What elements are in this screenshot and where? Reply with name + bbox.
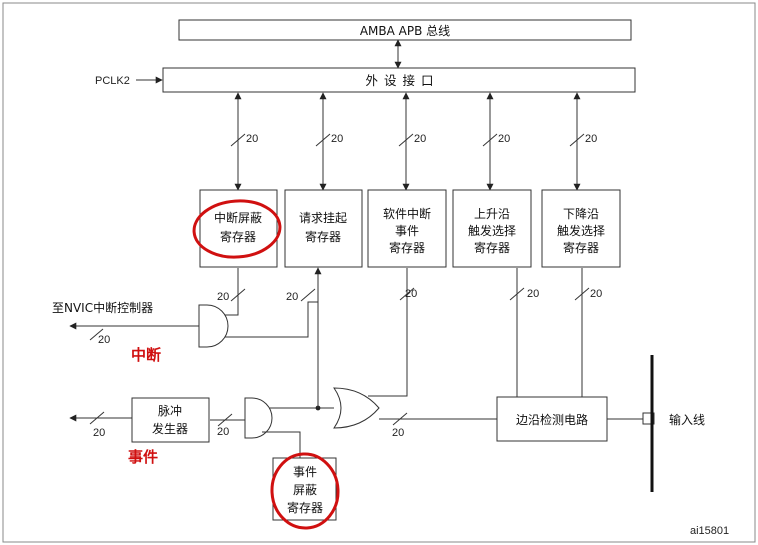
bus-width-falling: 20	[590, 288, 602, 300]
event-mask-wire	[262, 431, 301, 458]
event-mask-line3: 寄存器	[287, 500, 323, 515]
register-5-line2: 触发选择	[557, 223, 605, 238]
edge-detect-label: 边沿检测电路	[516, 412, 588, 427]
register-5-line3: 寄存器	[563, 240, 599, 255]
event-mask-line2: 屏蔽	[293, 483, 317, 497]
bus-width-pending-out: 20	[286, 291, 298, 303]
event-and-gate	[244, 397, 273, 439]
falling-bus-tick	[574, 287, 590, 301]
event-mask-register: 事件 屏蔽 寄存器	[272, 457, 337, 521]
register-4-line2: 触发选择	[468, 223, 516, 238]
bus-width-rising: 20	[527, 288, 539, 300]
register-4-line3: 寄存器	[474, 240, 510, 255]
nvic-bus-tick	[89, 328, 104, 341]
pulse-gen-line2: 发生器	[152, 421, 188, 436]
pulse-gen-line1: 脉冲	[158, 403, 182, 418]
rising-trigger-register: 上升沿 触发选择 寄存器	[452, 189, 532, 268]
register-3-line3: 寄存器	[389, 240, 425, 255]
mask-register-highlight	[192, 199, 282, 259]
bus-width-2: 20	[331, 133, 343, 145]
peripheral-interface-label: 外 设 接 口	[366, 73, 435, 88]
register-1-line2: 寄存器	[220, 229, 256, 244]
event-bus-tick	[89, 411, 105, 425]
bus-width-3: 20	[414, 133, 426, 145]
interrupt-annotation: 中断	[131, 346, 161, 364]
event-annotation: 事件	[128, 448, 158, 466]
bus-width-5: 20	[585, 133, 597, 145]
register-4-line1: 上升沿	[474, 207, 510, 221]
amba-bus-label: AMBA APB 总线	[360, 24, 450, 38]
register-3-line2: 事件	[395, 224, 419, 238]
input-pin	[642, 412, 655, 425]
register-3-line1: 软件中断	[383, 206, 431, 221]
bus-width-edge: 20	[392, 427, 404, 439]
software-interrupt-event-register: 软件中断 事件 寄存器	[367, 189, 447, 268]
bus-width-mask-out: 20	[217, 291, 229, 303]
edge-bus-tick	[392, 412, 408, 426]
rising-bus-tick	[509, 287, 525, 301]
bus-width-event: 20	[93, 427, 105, 439]
register-2-line2: 寄存器	[305, 229, 341, 244]
bus-width-sw: 20	[405, 288, 417, 300]
sw-bus-tick	[399, 287, 415, 301]
event-mask-line1: 事件	[293, 465, 317, 479]
input-line-label: 输入线	[669, 412, 705, 427]
edge-detect-box: 边沿检测电路	[496, 396, 608, 442]
bus-width-1: 20	[246, 133, 258, 145]
bus-width-pulse: 20	[217, 426, 229, 438]
sw-interrupt-wire	[368, 268, 408, 397]
nvic-label: 至NVIC中断控制器	[52, 300, 153, 315]
peripheral-interface-box: 外 设 接 口	[162, 67, 636, 93]
event-mask-highlight	[270, 452, 340, 530]
register-5-line1: 下降沿	[563, 207, 599, 221]
figure-id: ai15801	[690, 525, 729, 537]
interrupt-and-gate	[198, 304, 229, 348]
edge-or-gate	[333, 387, 380, 429]
amba-bus-box: AMBA APB 总线	[178, 19, 632, 41]
register-2-line1: 请求挂起	[299, 211, 347, 225]
pulse-bus-tick	[217, 413, 233, 427]
register-buses	[230, 92, 585, 191]
pulse-generator-box: 脉冲 发生器	[131, 397, 210, 443]
pclk-label: PCLK2	[95, 75, 130, 87]
register-1-line1: 中断屏蔽	[214, 210, 262, 225]
bus-width-nvic: 20	[98, 334, 110, 346]
falling-trigger-register: 下降沿 触发选择 寄存器	[541, 189, 621, 268]
pending-request-register: 请求挂起 寄存器	[284, 189, 363, 268]
bus-width-4: 20	[498, 133, 510, 145]
